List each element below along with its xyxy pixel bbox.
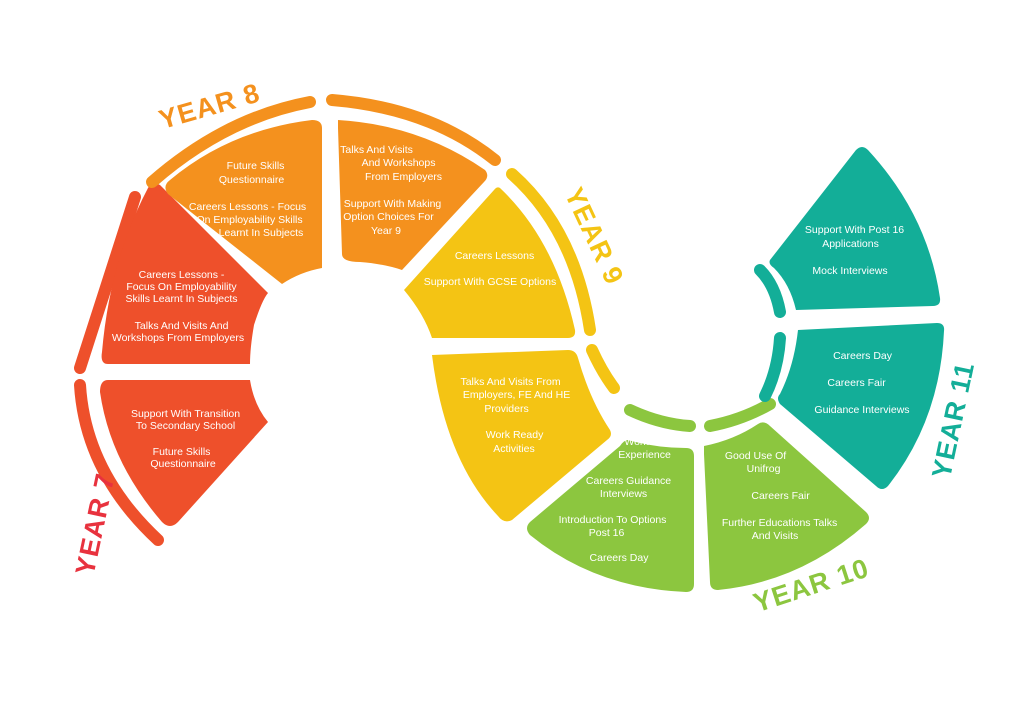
year8-group [146, 94, 501, 284]
year10-segment-2 [704, 422, 869, 590]
text-line: Workshops From Employers [112, 332, 244, 344]
year11-band [759, 332, 786, 402]
year7-segment-2-text: Support With Transition To Secondary Sch… [131, 408, 243, 470]
year11-segment-2-text: Careers Day Careers Fair Guidance Interv… [814, 350, 909, 416]
text-line: Questionnaire [150, 458, 216, 470]
year9-label: YEAR 9 [559, 183, 630, 290]
text-line: Interviews [600, 488, 647, 500]
text-line: Good Use Of [725, 450, 786, 462]
year9-segment-2 [432, 350, 611, 522]
text-line: Experience [618, 449, 671, 461]
text-line: Year 9 [371, 225, 401, 237]
year7-segment-2 [100, 380, 268, 526]
text-line: Further Educations Talks [722, 517, 837, 529]
year8-band [146, 96, 316, 188]
text-line: Careers Fair [827, 377, 886, 389]
text-line: On Employability Skills [196, 214, 302, 226]
text-line: Careers Lessons [455, 250, 534, 262]
year8-band [326, 94, 501, 166]
text-line: Applications [822, 238, 879, 250]
text-line: Future Skills [227, 160, 285, 172]
text-line: Careers Day [833, 350, 893, 362]
text-line: Careers Fair [751, 490, 810, 502]
year11-band [754, 264, 786, 318]
text-line: Support With Making [344, 198, 442, 210]
text-line: Post 16 [589, 527, 625, 539]
year11-group [754, 147, 945, 489]
text-line: Option Choices For [343, 211, 434, 223]
year9-segment-1-text: Careers Lessons Support With GCSE Option… [424, 250, 556, 288]
text-line: Introduction To Options [559, 514, 667, 526]
text-line: Talks And Visits [340, 144, 413, 156]
text-line: Mock Interviews [812, 265, 887, 277]
text-line: Work [624, 436, 649, 448]
year11-segment-1-text: Support With Post 16 Applications Mock I… [805, 224, 907, 277]
year7-segment-1 [101, 183, 268, 364]
year7-band [74, 379, 164, 546]
text-line: To Secondary School [136, 420, 235, 432]
text-line: Guidance Interviews [814, 404, 909, 416]
text-line: Skills Learnt In Subjects [126, 293, 238, 305]
year7-segment-1-text: Careers Lessons - Focus On Employability… [112, 269, 244, 344]
year7-group [74, 183, 268, 546]
text-line: Careers Lessons - Focus [189, 201, 306, 213]
text-line: Learnt In Subjects [219, 227, 304, 239]
text-line: From Employers [365, 171, 442, 183]
text-line: Work Ready [486, 429, 544, 441]
text-line: Future Skills [153, 446, 211, 458]
year9-band [506, 168, 596, 336]
text-line: Careers Guidance [586, 475, 671, 487]
year10-band [704, 398, 776, 432]
text-line: Questionnaire [219, 174, 285, 186]
text-line: And Visits [752, 530, 799, 542]
year8-segment-1-text: Future Skills Questionnaire Careers Less… [189, 160, 309, 239]
text-line: And Workshops [362, 157, 436, 169]
year11-segment-1 [769, 147, 941, 310]
year10-segment-1-text: Work Experience Careers Guidance Intervi… [559, 436, 674, 564]
year9-group [404, 168, 620, 522]
text-line: Support With Transition [131, 408, 240, 420]
text-line: Activities [493, 443, 534, 455]
text-line: Employers, FE And HE [463, 389, 570, 401]
text-line: Careers Day [590, 552, 650, 564]
year8-segment-2 [338, 120, 488, 270]
text-line: Providers [484, 403, 528, 415]
year10-group [527, 398, 869, 592]
year10-segment-2-text: Good Use Of Unifrog Careers Fair Further… [722, 450, 840, 542]
year7-band [74, 191, 141, 374]
year10-segment-1 [527, 440, 694, 592]
text-line: Focus On Employability [126, 281, 237, 293]
year9-band [586, 344, 620, 394]
year8-segment-2-text: Talks And Visits And Workshops From Empl… [340, 144, 445, 237]
text-line: Talks And Visits From [460, 376, 560, 388]
text-line: Talks And Visits And [135, 320, 229, 332]
year11-segment-2 [778, 323, 945, 489]
year9-segment-2-text: Talks And Visits From Employers, FE And … [460, 376, 573, 455]
text-line: Unifrog [747, 463, 781, 475]
text-line: Support With Post 16 [805, 224, 904, 236]
year8-segment-1 [165, 120, 322, 284]
year7-label: YEAR 7 [70, 470, 121, 578]
text-line: Support With GCSE Options [424, 276, 556, 288]
text-line: Careers Lessons - [139, 269, 225, 281]
year10-band [624, 404, 696, 432]
year9-segment-1 [404, 187, 576, 338]
